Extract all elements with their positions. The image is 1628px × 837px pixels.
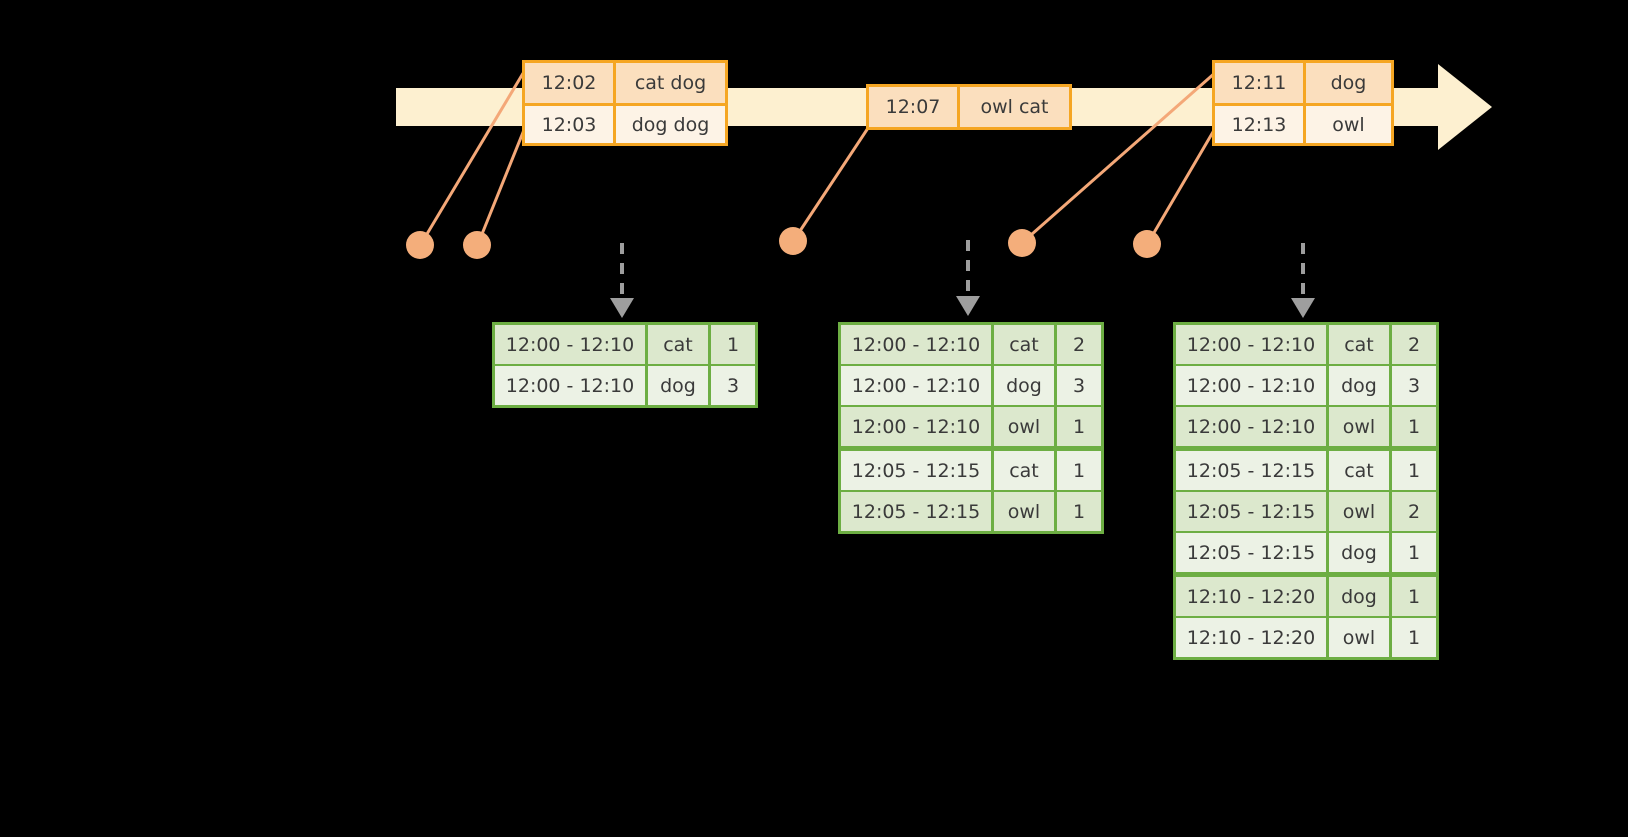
event-words: dog: [1303, 63, 1391, 103]
event-group-1: 12:02 cat dog 12:03 dog dog: [522, 60, 728, 146]
event-row: 12:02 cat dog: [525, 63, 725, 103]
event-time: 12:11: [1215, 63, 1303, 103]
count-cell: 2: [1392, 492, 1436, 531]
count-cell: 2: [1057, 325, 1101, 364]
word-cell: owl: [1329, 407, 1389, 446]
event-words: dog dog: [613, 106, 725, 143]
word-cell: dog: [1329, 366, 1389, 405]
word-cell: cat: [1329, 325, 1389, 364]
event-time: 12:07: [869, 87, 957, 127]
word-cell: owl: [1329, 618, 1389, 657]
event-row: 12:11 dog: [1215, 63, 1391, 103]
word-cell: owl: [994, 492, 1054, 531]
word-cell: dog: [1329, 533, 1389, 572]
event-row: 12:03 dog dog: [525, 103, 725, 143]
event-dot-1: [406, 231, 434, 259]
result-arrow-heads: [610, 296, 1315, 318]
event-words: cat dog: [613, 63, 725, 103]
window-cell: 12:05 - 12:15: [1176, 533, 1326, 572]
event-words: owl: [1303, 106, 1391, 143]
window-cell: 12:00 - 12:10: [495, 325, 645, 364]
word-cell: cat: [648, 325, 708, 364]
count-cell: 3: [1057, 366, 1101, 405]
event-dots: [406, 227, 1161, 259]
count-cell: 3: [711, 366, 755, 405]
word-cell: dog: [1329, 577, 1389, 616]
event-group-2: 12:07 owl cat: [866, 84, 1072, 130]
window-cell: 12:00 - 12:10: [841, 366, 991, 405]
window-cell: 12:00 - 12:10: [841, 407, 991, 446]
word-cell: owl: [1329, 492, 1389, 531]
count-cell: 3: [1392, 366, 1436, 405]
window-cell: 12:05 - 12:15: [841, 492, 991, 531]
count-cell: 1: [1392, 577, 1436, 616]
window-cell: 12:00 - 12:10: [1176, 366, 1326, 405]
window-cell: 12:00 - 12:10: [1176, 407, 1326, 446]
count-cell: 1: [1057, 407, 1101, 446]
window-cell: 12:00 - 12:10: [495, 366, 645, 405]
window-cell: 12:05 - 12:15: [841, 451, 991, 490]
window-cell: 12:10 - 12:20: [1176, 618, 1326, 657]
window-cell: 12:10 - 12:20: [1176, 577, 1326, 616]
event-dot-4: [1008, 229, 1036, 257]
result-arrows: [620, 240, 1305, 300]
count-cell: 1: [1392, 618, 1436, 657]
word-cell: owl: [994, 407, 1054, 446]
count-cell: 1: [1392, 407, 1436, 446]
event-group-3: 12:11 dog 12:13 owl: [1212, 60, 1394, 146]
event-row: 12:13 owl: [1215, 103, 1391, 143]
count-cell: 2: [1392, 325, 1436, 364]
event-dot-3: [779, 227, 807, 255]
count-cell: 1: [1392, 533, 1436, 572]
count-cell: 1: [1057, 492, 1101, 531]
count-cell: 1: [1392, 451, 1436, 490]
event-time: 12:03: [525, 106, 613, 143]
word-cell: dog: [994, 366, 1054, 405]
window-cell: 12:05 - 12:15: [1176, 492, 1326, 531]
word-cell: cat: [994, 325, 1054, 364]
event-time: 12:02: [525, 63, 613, 103]
word-cell: cat: [1329, 451, 1389, 490]
event-words: owl cat: [957, 87, 1069, 127]
count-cell: 1: [1057, 451, 1101, 490]
word-cell: dog: [648, 366, 708, 405]
window-cell: 12:00 - 12:10: [841, 325, 991, 364]
window-cell: 12:00 - 12:10: [1176, 325, 1326, 364]
event-time: 12:13: [1215, 106, 1303, 143]
window-cell: 12:05 - 12:15: [1176, 451, 1326, 490]
word-cell: cat: [994, 451, 1054, 490]
event-dot-2: [463, 231, 491, 259]
event-dot-5: [1133, 230, 1161, 258]
event-row: 12:07 owl cat: [869, 87, 1069, 127]
count-cell: 1: [711, 325, 755, 364]
